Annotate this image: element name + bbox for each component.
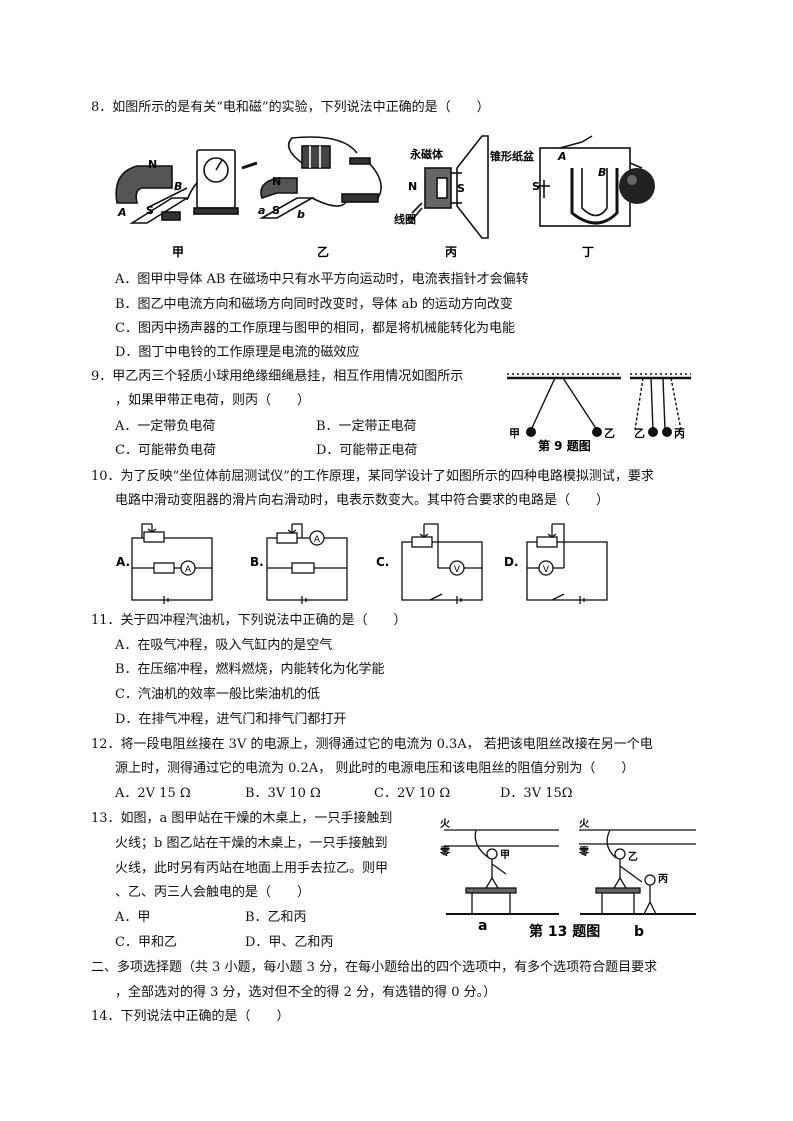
q12-option-a: A．2V 15 Ω bbox=[115, 786, 191, 801]
fig-yi-apparatus bbox=[258, 136, 382, 219]
svg-text:N: N bbox=[272, 175, 281, 188]
q13-label-ling-b: 零 bbox=[578, 845, 590, 858]
circuit-label-c: C. bbox=[376, 555, 389, 569]
svg-text:A: A bbox=[117, 206, 127, 219]
q10-stem-2: 电路中滑动变阻器的滑片向右滑动时，电表示数变大。其中符合要求的电路是（ ） bbox=[115, 493, 610, 508]
svg-text:S: S bbox=[272, 204, 280, 217]
fig-bing-speaker bbox=[411, 135, 489, 239]
q13-label-huo-b: 火 bbox=[579, 818, 590, 830]
q13-option-c: C．甲和乙 bbox=[115, 935, 177, 950]
fig-jia-apparatus bbox=[115, 149, 258, 224]
q13-label-huo-a: 火 bbox=[440, 818, 451, 830]
circuit-c bbox=[401, 523, 483, 604]
fig-text-zhuixing: 锥形纸盆 bbox=[490, 149, 535, 163]
svg-text:S: S bbox=[532, 180, 540, 193]
svg-text:A: A bbox=[314, 535, 321, 545]
q8-option-b: B．图乙中电流方向和磁场方向同时改变时，导体 ab 的运动方向改变 bbox=[115, 297, 513, 312]
q10-figure: A A. A B. V bbox=[112, 518, 612, 608]
q13-fig-caption: 第 13 题图 bbox=[529, 923, 600, 940]
q9-option-a: A．一定带负电荷 bbox=[115, 419, 216, 434]
circuit-a bbox=[131, 523, 213, 604]
section2-line-2: ，全部选对的得 3 分，选对但不全的得 2 分，有选错的得 0 分。） bbox=[115, 985, 497, 1000]
q13-line-1: 13．如图，a 图甲站在干燥的木桌上，一只手接触到 bbox=[91, 811, 393, 826]
fig-label-bing: 丙 bbox=[445, 245, 457, 258]
circuit-label-d: D. bbox=[504, 555, 519, 569]
fig-text-xianquan: 线圈 bbox=[394, 212, 416, 226]
q8-option-a: A．图甲中导体 AB 在磁场中只有水平方向运动时，电流表指针才会偏转 bbox=[115, 272, 529, 287]
fig-label-jia: 甲 bbox=[172, 245, 184, 258]
circuit-label-b: B. bbox=[250, 555, 264, 569]
q13-line-4: 、乙、丙三人会触电的是（ ） bbox=[115, 885, 311, 900]
q13-label-a: a bbox=[478, 918, 487, 934]
q8-option-d: D．图丁中电铃的工作原理是电流的磁效应 bbox=[115, 345, 360, 360]
circuit-label-a: A. bbox=[116, 555, 130, 569]
svg-text:S: S bbox=[146, 204, 154, 217]
q9-stem-1: 9．甲乙丙三个轻质小球用绝缘细绳悬挂，相互作用情况如图所示 bbox=[91, 369, 464, 384]
q13-label-yi: 乙 bbox=[628, 851, 638, 863]
q11-option-c: C．汽油机的效率一般比柴油机的低 bbox=[115, 687, 320, 702]
q12-stem-2: 源上时，测得通过它的电流为 0.2A， 则此时的电源电压和该电阻丝的阻值分别为（… bbox=[115, 761, 635, 776]
svg-text:S: S bbox=[457, 182, 465, 195]
q9-option-c: C．可能带负电荷 bbox=[115, 443, 216, 458]
svg-text:N: N bbox=[148, 158, 157, 171]
q13-option-d: D．甲、乙和丙 bbox=[245, 935, 334, 950]
q13-label-jia: 甲 bbox=[500, 849, 510, 861]
q13-option-b: B．乙和丙 bbox=[245, 910, 307, 925]
q12-option-c: C．2V 10 Ω bbox=[374, 786, 451, 801]
q9-ball-bing: 丙 bbox=[674, 427, 685, 440]
q8-option-c: C．图丙中扬声器的工作原理与图甲的相同，都是将机械能转化为电能 bbox=[115, 321, 515, 336]
svg-text:A: A bbox=[557, 150, 567, 163]
svg-text:V: V bbox=[454, 565, 461, 575]
q11-option-a: A．在吸气冲程，吸入气缸内的是空气 bbox=[115, 638, 333, 653]
fig-ding-bell-dome bbox=[619, 168, 655, 204]
section2-line-1: 二、多项选择题（共 3 小题，每小题 3 分，在每小题给出的四个选项中，有多个选… bbox=[91, 960, 658, 975]
q11-stem: 11．关于四冲程汽油机，下列说法中正确的是（ ） bbox=[91, 613, 407, 628]
q9-ball-yi: 乙 bbox=[604, 427, 615, 440]
svg-text:a: a bbox=[258, 204, 265, 217]
q9-figure: 甲 乙 乙 丙 第 9 题图 bbox=[503, 370, 703, 455]
q13-option-a: A．甲 bbox=[115, 910, 151, 925]
q12-option-d: D．3V 15Ω bbox=[500, 786, 573, 801]
fig-label-yi: 乙 bbox=[317, 245, 329, 258]
q12-stem-1: 12．将一段电阻丝接在 3V 的电源上，测得通过它的电流为 0.3A， 若把该电… bbox=[91, 737, 653, 752]
q9-stem-2: ，如果甲带正电荷，则丙（ ） bbox=[115, 393, 311, 408]
svg-text:A: A bbox=[185, 565, 192, 575]
q13-label-bing: 丙 bbox=[658, 873, 668, 885]
svg-text:B: B bbox=[598, 166, 606, 179]
q8-figure: N B A S N a S b 永 bbox=[112, 128, 672, 258]
q9-option-b: B．一定带正电荷 bbox=[316, 419, 417, 434]
q8-stem: 8．如图所示的是有关“电和磁”的实验，下列说法中正确的是（ ） bbox=[91, 100, 490, 115]
q11-option-b: B．在压缩冲程，燃料燃烧，内能转化为化学能 bbox=[115, 662, 385, 677]
q9-ball-yi-2: 乙 bbox=[634, 427, 645, 440]
q12-option-b: B．3V 10 Ω bbox=[245, 786, 321, 801]
q11-option-d: D．在排气冲程，进气门和排气门都打开 bbox=[115, 712, 347, 727]
fig-text-yongciti: 永磁体 bbox=[409, 147, 444, 161]
q9-ball-jia: 甲 bbox=[509, 427, 520, 440]
fig-label-ding: 丁 bbox=[582, 245, 594, 258]
svg-text:b: b bbox=[297, 208, 305, 221]
svg-text:V: V bbox=[543, 565, 550, 575]
q13-line-3: 火线，此时另有丙站在地面上用手去拉乙。则甲 bbox=[115, 861, 389, 876]
svg-text:B: B bbox=[174, 180, 182, 193]
q9-option-d: D．可能带正电荷 bbox=[316, 443, 418, 458]
circuit-b bbox=[266, 523, 348, 604]
circuit-d bbox=[526, 523, 608, 604]
q9-fig-caption: 第 9 题图 bbox=[538, 438, 591, 453]
q10-stem-1: 10．为了反映“坐位体前屈测试仪”的工作原理，某同学设计了如图所示的四种电路模拟… bbox=[91, 469, 654, 484]
q13-panel-a bbox=[444, 829, 559, 915]
q13-label-b: b bbox=[634, 924, 644, 940]
q13-figure: 火 零 甲 a 火 零 乙 丙 b 第 13 题图 bbox=[434, 816, 699, 941]
svg-text:N: N bbox=[408, 180, 417, 193]
q13-line-2: 火线；b 图乙站在干燥的木桌上，一只手接触到 bbox=[115, 836, 388, 851]
q13-panel-b bbox=[579, 829, 696, 915]
q13-label-ling-a: 零 bbox=[439, 845, 451, 858]
q14-stem: 14．下列说法中正确的是（ ） bbox=[91, 1009, 290, 1024]
